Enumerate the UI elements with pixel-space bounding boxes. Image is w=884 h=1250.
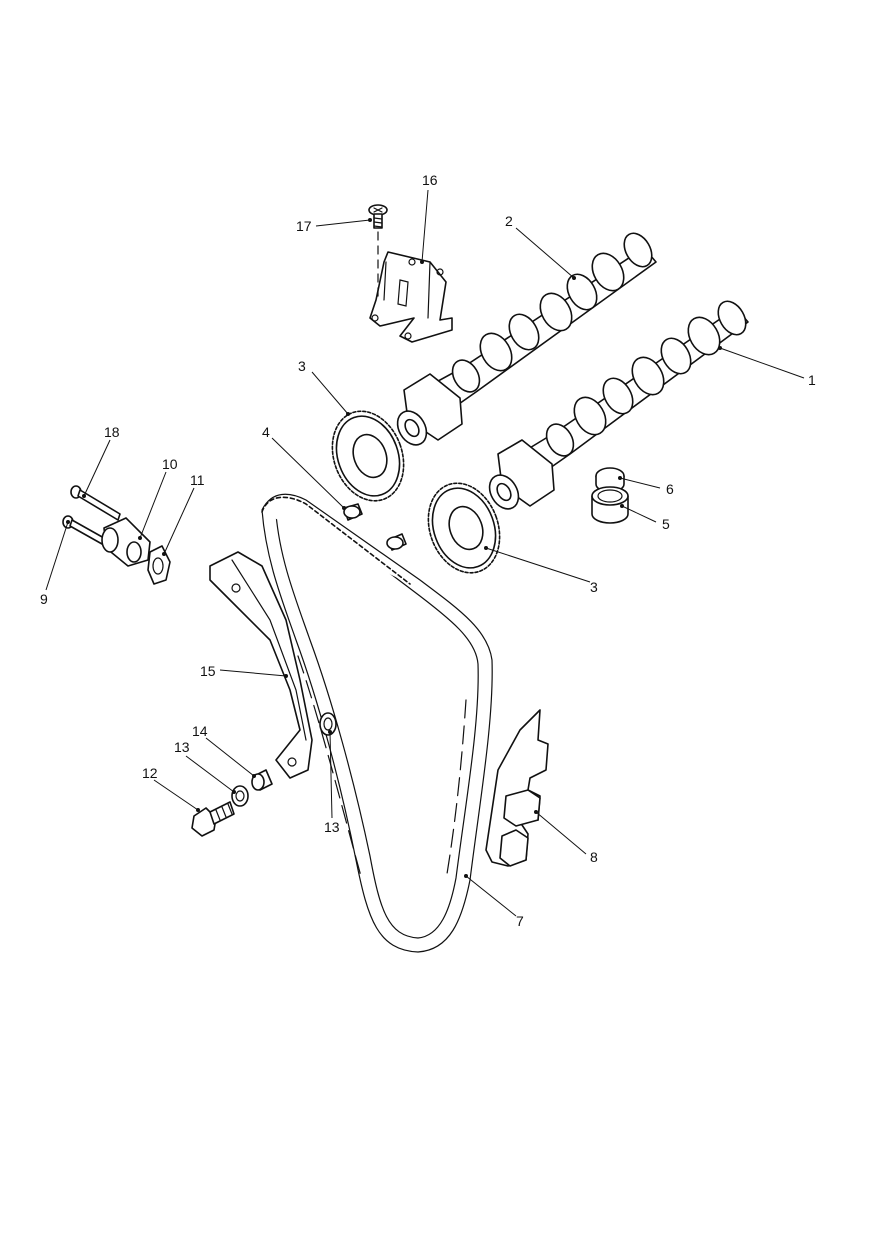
callout-3-lower: 3 <box>590 579 598 595</box>
callout-3-upper: 3 <box>298 358 306 374</box>
part-3-sprocket-lower[interactable] <box>416 473 511 583</box>
callout-6: 6 <box>666 481 674 497</box>
callout-13-left: 13 <box>174 739 190 755</box>
part-12-bolt[interactable] <box>191 801 235 837</box>
leader-lines <box>45 189 805 917</box>
callout-1: 1 <box>808 372 816 388</box>
part-8-chain-guide[interactable] <box>485 709 549 867</box>
part-2-camshaft-upper[interactable] <box>392 228 658 450</box>
callout-8: 8 <box>590 849 598 865</box>
part-5-sleeve[interactable] <box>591 486 629 524</box>
part-17-screw[interactable] <box>368 204 388 301</box>
part-11-gasket[interactable] <box>147 545 171 585</box>
callout-18: 18 <box>104 424 120 440</box>
part-1-camshaft-lower[interactable] <box>484 296 752 514</box>
callout-12: 12 <box>142 765 158 781</box>
part-15-tensioner-blade[interactable] <box>209 551 313 779</box>
part-14-spacer[interactable] <box>251 769 273 791</box>
callout-11: 11 <box>190 472 205 488</box>
part-9-bolt[interactable] <box>62 515 105 545</box>
callout-7: 7 <box>516 913 524 929</box>
part-13-washer-left[interactable] <box>231 785 249 807</box>
callout-10: 10 <box>162 456 178 472</box>
callout-4: 4 <box>262 424 270 440</box>
part-16-bracket[interactable] <box>369 251 453 343</box>
part-4-sprocket-bolt[interactable] <box>343 503 407 551</box>
callout-13-right: 13 <box>324 819 340 835</box>
part-10-tensioner[interactable] <box>101 517 151 567</box>
callout-14: 14 <box>192 723 208 739</box>
part-3-sprocket-upper[interactable] <box>320 401 415 511</box>
callout-16: 16 <box>422 172 438 188</box>
callout-5: 5 <box>662 516 670 532</box>
callout-15: 15 <box>200 663 216 679</box>
callout-2: 2 <box>505 213 513 229</box>
part-13-washer-right[interactable] <box>319 712 337 736</box>
callout-labels: 1 2 3 3 4 5 6 7 8 9 10 11 12 13 13 14 15… <box>40 172 816 929</box>
part-18-bolt[interactable] <box>70 485 121 521</box>
callout-9: 9 <box>40 591 48 607</box>
part-7-cam-chain[interactable] <box>261 493 493 953</box>
callout-17: 17 <box>296 218 312 234</box>
